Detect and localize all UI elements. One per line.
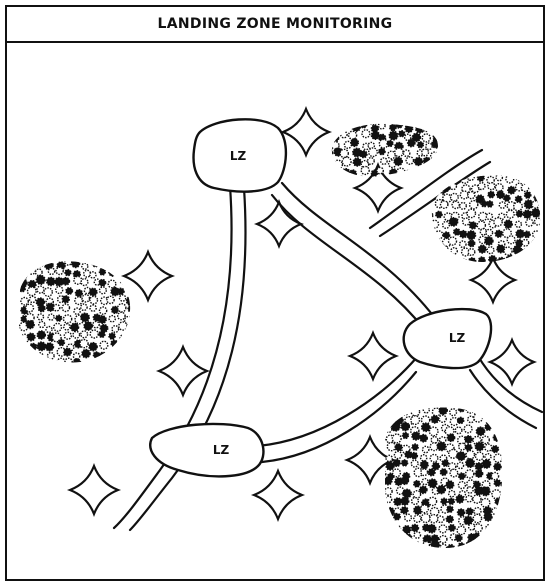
star-markers — [66, 105, 538, 523]
lz-label-north: LZ — [230, 149, 247, 163]
trail-east-b — [468, 368, 538, 430]
star-marker-icon — [343, 433, 397, 487]
star-marker-icon — [467, 254, 519, 306]
lz-label-south: LZ — [213, 443, 230, 457]
star-marker-icon — [253, 198, 305, 250]
star-marker-icon — [279, 105, 333, 159]
landing-zone-south — [149, 422, 265, 478]
star-marker-icon — [486, 336, 538, 388]
trail-north-east-a — [280, 181, 437, 320]
trail-east-a — [476, 354, 544, 414]
vegetation-cluster-icon — [331, 123, 438, 177]
star-marker-icon — [250, 467, 306, 523]
vegetation-cluster-icon — [18, 261, 131, 363]
trail-south-a — [256, 354, 420, 448]
vegetation-cluster-icon — [431, 175, 541, 262]
star-marker-icon — [155, 343, 211, 399]
trail-west-inner — [128, 186, 247, 532]
landing-zone-east — [402, 307, 493, 370]
star-marker-icon — [120, 248, 176, 304]
lz-label-east: LZ — [449, 331, 466, 345]
diagram-title: LANDING ZONE MONITORING — [157, 16, 393, 32]
star-marker-icon — [351, 161, 405, 215]
title-bar: LANDING ZONE MONITORING — [7, 7, 543, 43]
star-marker-icon — [346, 329, 400, 383]
vegetation-cluster-icon — [385, 407, 503, 548]
trail-north-east-b — [270, 193, 427, 332]
trail-west-outer — [112, 184, 233, 530]
landing-zone-north — [192, 118, 288, 193]
trail-south-b — [260, 370, 418, 464]
trail-branch-a — [368, 148, 484, 230]
star-marker-icon — [66, 462, 122, 518]
trails — [112, 148, 544, 532]
